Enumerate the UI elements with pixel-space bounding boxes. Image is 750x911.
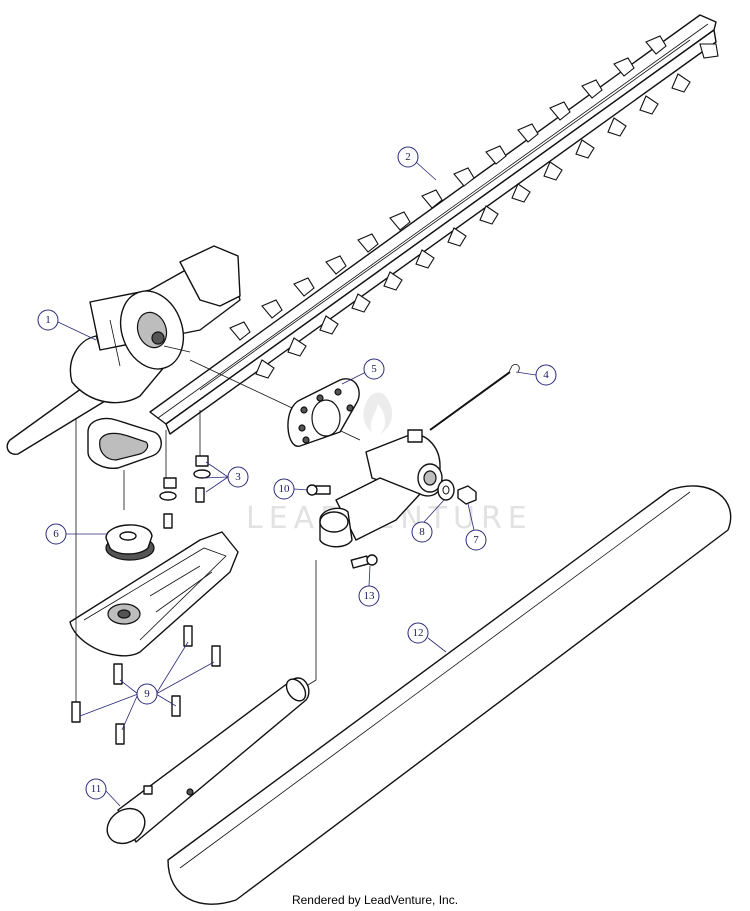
- svg-text:3: 3: [235, 471, 241, 483]
- screws-3: [159, 455, 211, 529]
- svg-text:2: 2: [405, 151, 411, 163]
- callout-2[interactable]: 2: [397, 146, 437, 181]
- grommet: [105, 524, 155, 561]
- nut-7: [457, 485, 477, 505]
- callout-7[interactable]: 7: [465, 503, 487, 551]
- svg-text:9: 9: [144, 688, 150, 700]
- svg-text:8: 8: [419, 526, 425, 538]
- base-plate: [69, 531, 239, 657]
- callout-13[interactable]: 13: [358, 565, 380, 607]
- blade-teeth: [229, 35, 719, 379]
- blade-cover: [167, 485, 732, 905]
- callout-4[interactable]: 4: [515, 364, 557, 386]
- callout-11[interactable]: 11: [85, 778, 121, 807]
- svg-text:6: 6: [53, 528, 59, 540]
- screw-13: [350, 554, 378, 569]
- callout-5[interactable]: 5: [341, 358, 385, 385]
- svg-text:7: 7: [473, 534, 479, 546]
- gearbox-housing: [6, 245, 241, 455]
- callout-9[interactable]: 9: [79, 641, 215, 731]
- footer-credit: Rendered by LeadVenture, Inc.: [291, 893, 459, 907]
- callout-8[interactable]: 8: [411, 499, 445, 543]
- shaft-coupling: [319, 429, 443, 548]
- spacer-ring: [287, 378, 360, 447]
- screw-10: [306, 484, 331, 496]
- clamp-ring: [87, 417, 162, 469]
- svg-text:11: 11: [91, 783, 102, 795]
- callout-6[interactable]: 6: [45, 523, 108, 545]
- svg-text:4: 4: [543, 369, 549, 381]
- svg-text:12: 12: [413, 627, 424, 639]
- shaft-tube: [106, 677, 310, 845]
- svg-text:13: 13: [364, 590, 376, 602]
- callout-3[interactable]: 3: [203, 461, 249, 493]
- callout-1[interactable]: 1: [37, 309, 97, 341]
- svg-text:1: 1: [45, 314, 51, 326]
- hedge-blade: [149, 14, 719, 435]
- washer-8: [437, 479, 455, 501]
- rod: [429, 364, 520, 431]
- svg-text:5: 5: [371, 363, 377, 375]
- callout-10[interactable]: 10: [273, 478, 309, 500]
- callout-12[interactable]: 12: [407, 622, 447, 653]
- svg-text:10: 10: [279, 483, 291, 495]
